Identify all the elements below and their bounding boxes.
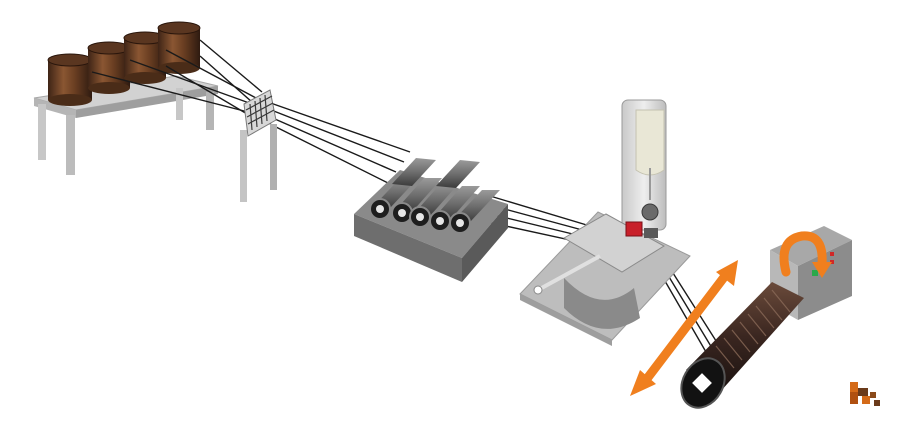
roller <box>392 158 480 188</box>
filament-winding-mandrel <box>680 226 852 409</box>
rotation-arrow <box>779 231 832 278</box>
corner-logo <box>850 382 880 406</box>
roller <box>449 190 500 234</box>
traverse-motion-arrow <box>630 260 738 396</box>
bobbin-creel-table <box>33 21 219 175</box>
tension-roller-unit <box>354 158 508 282</box>
resin-bath-station <box>519 99 691 346</box>
spool <box>47 53 93 106</box>
spool <box>157 21 201 74</box>
spool <box>87 41 131 94</box>
mandrel-shaft <box>692 373 712 393</box>
fiber-guide-comb <box>240 89 277 202</box>
